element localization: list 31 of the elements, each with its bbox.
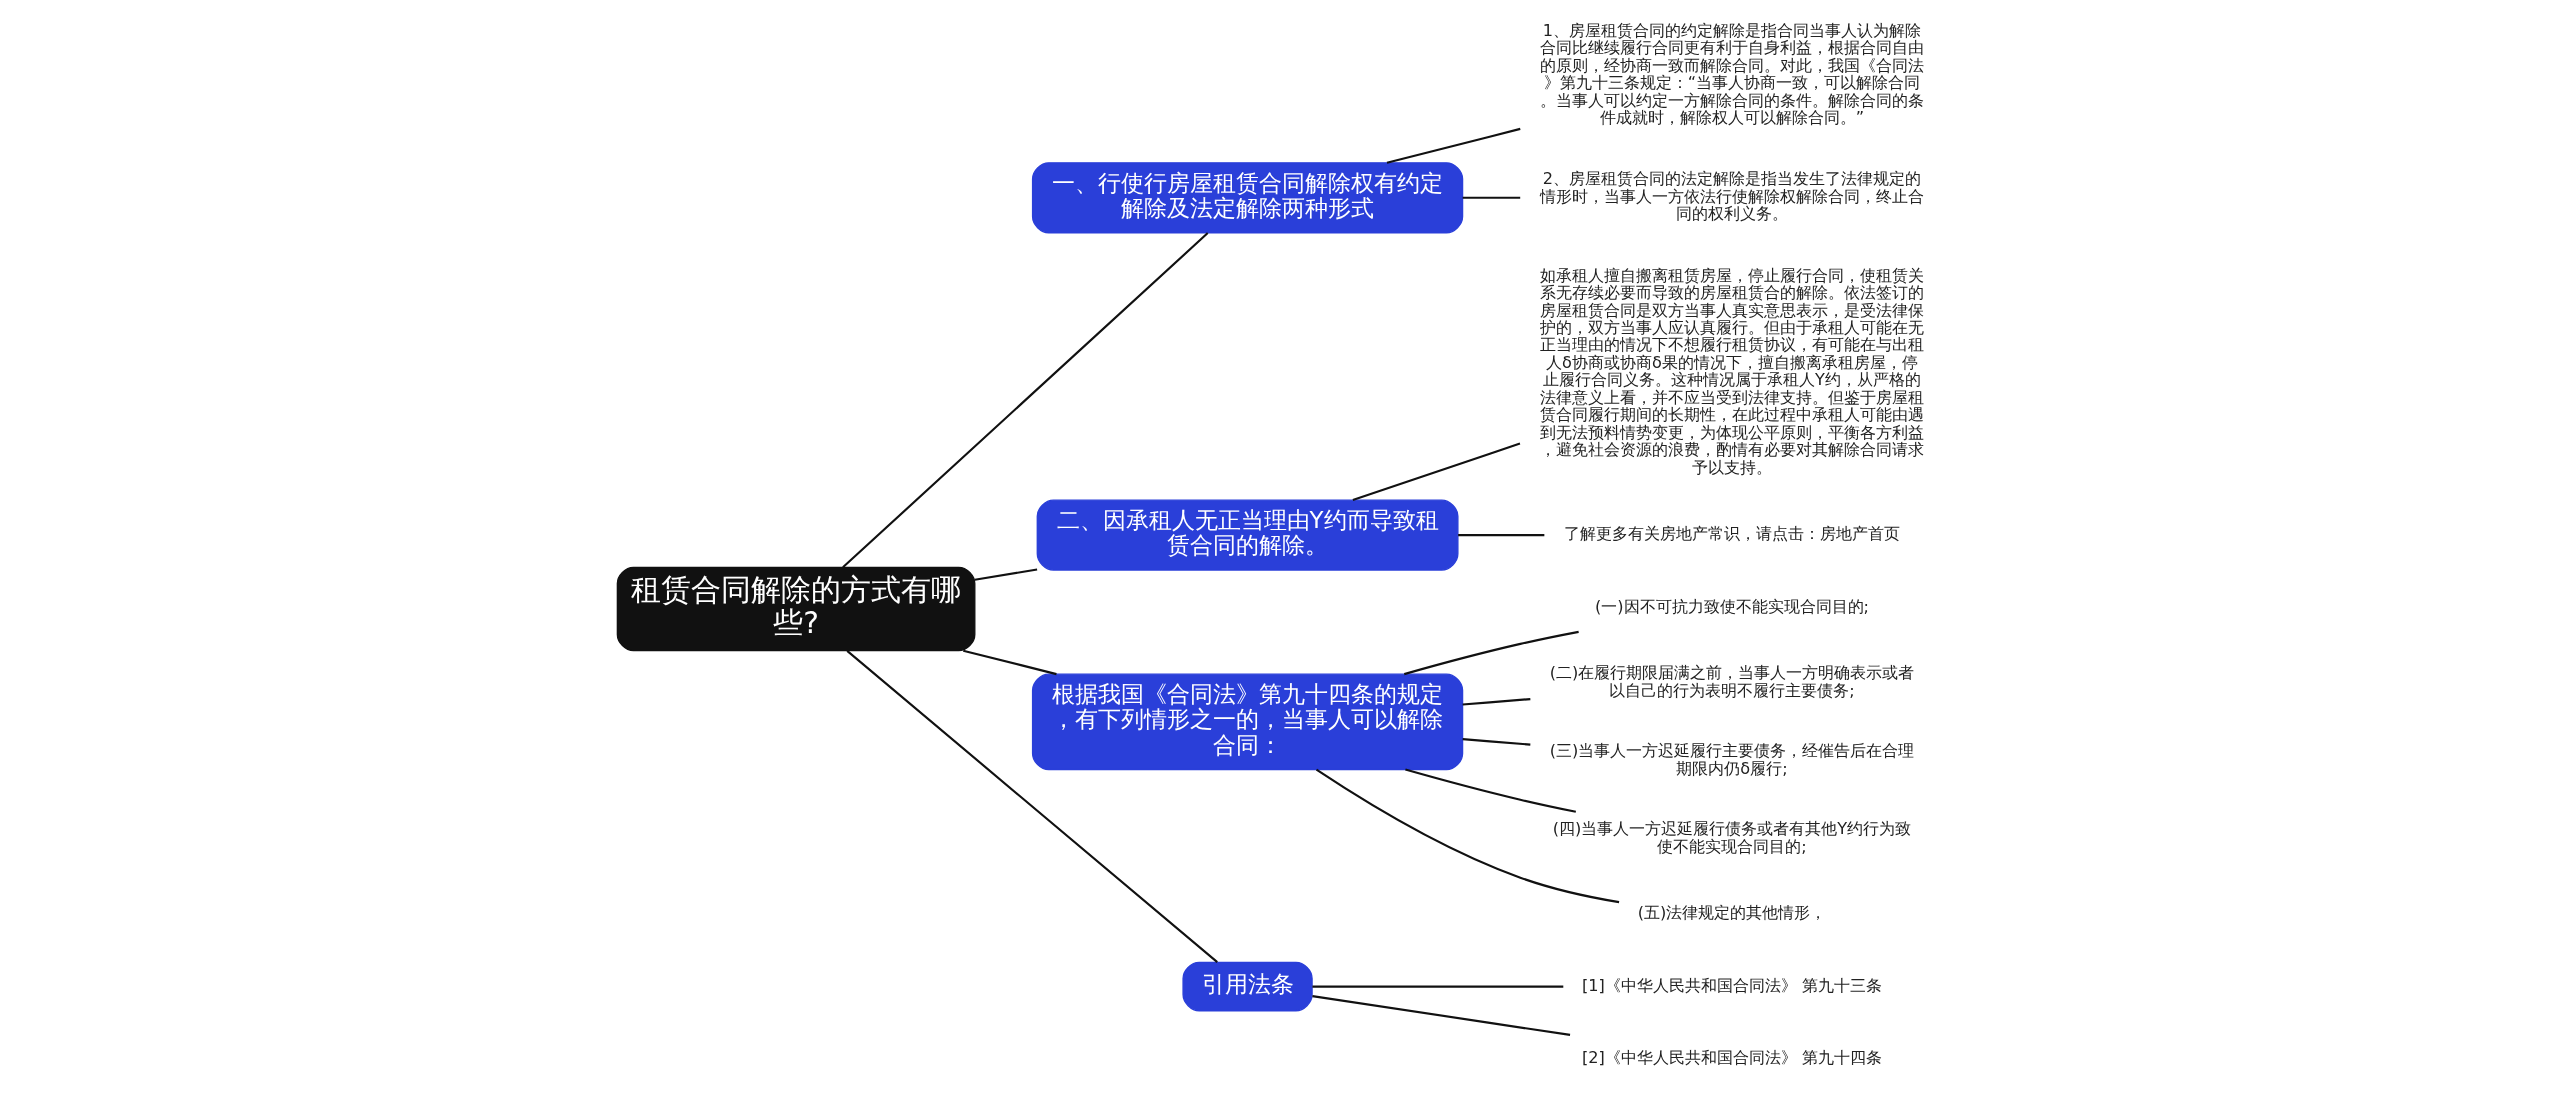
node-text: 如承租人擅自搬离租赁房屋，停止履行合同，使租赁关系无存续必要而导致的房屋租赁合的解除。依法签订的房屋租赁合同是双方当事人真实意思表示，是受法律保护的，双方当事人应认真履行。但由于承租人可能在无正当理由的情况下不想履行租赁协议，有可能在与出租人δ协商或协商δ果的情况下，擅自搬离承租房屋，停止履行合同义务。这种情况属于承租人Y约，从严格的法律意义上看，并不应当受到法律支持。但鉴于房屋租赁合同履行期间的长期性，在此过程中承租人可能由遇到无法预料情势变更，为体现公平原则，平衡各方利益，避免社会资源的浪费，酌情有必要对其解除合同请求予以支持。 (1539, 265, 1924, 477)
node-text: (二)在履行期限届满之前，当事人一方明确表示或者以自己的行为表明不履行主要债务; (1549, 663, 1914, 700)
connector (1352, 442, 1520, 501)
connector (1315, 768, 1619, 904)
connector (841, 232, 1208, 569)
node-box: 引用法条 (1181, 961, 1313, 1012)
node-text: 了解更多有关房地产常识，请点击：房地产首页 (1563, 524, 1900, 544)
node-text: (四)当事人一方迟延履行债务或者有其他Y约行为致使不能实现合同目的; (1552, 819, 1911, 856)
node-text: 2、房屋租赁合同的法定解除是指当发生了法律规定的情形时，当事人一方依法行使解除权解除合同，终止合同的权利义务。 (1539, 169, 1924, 224)
node-box: 一、行使行房屋租赁合同解除权有约定解除及法定解除两种形式 (1031, 162, 1463, 234)
connector (1311, 995, 1570, 1036)
connector (1457, 534, 1544, 537)
connector (1386, 127, 1521, 164)
node-text: 1、房屋租赁合同的约定解除是指合同当事人认为解除合同比继续履行合同更有利于自身利益，根据合同自由的原则，经协商一致而解除合同。对此，我国《合同法》第九十三条规定：“当事人协商一致，可以解除合同。当事人可以约定一方解除合同的条件。解除合同的条件成就时，解除权人可以解除合同。” (1539, 21, 1924, 128)
node-text: (一)因不可抗力致使不能实现合同目的; (1594, 596, 1869, 616)
connector (1462, 698, 1530, 706)
connector (1311, 985, 1563, 988)
connector (1404, 768, 1576, 813)
connector (962, 649, 1057, 676)
node-text: (五)法律规定的其他情形， (1637, 903, 1826, 923)
connector (974, 568, 1037, 581)
connector (1462, 196, 1520, 199)
connector (1403, 630, 1579, 676)
node-box: 二、因承租人无正当理由Y约而导致租赁合同的解除。 (1036, 499, 1459, 571)
connector (846, 650, 1218, 963)
node-text: [1]《中华人民共和国合同法》 第九十三条 (1581, 975, 1882, 995)
node-box: 租赁合同解除的方式有哪些? (616, 566, 975, 652)
node-box: 根据我国《合同法》第九十四条的规定，有下列情形之一的，当事人可以解除合同： (1031, 673, 1463, 771)
connector (1462, 738, 1530, 746)
node-text: (三)当事人一方迟延履行主要债务，经催告后在合理期限内仍δ履行; (1549, 741, 1914, 778)
node-text: [2]《中华人民共和国合同法》 第九十四条 (1581, 1048, 1882, 1068)
